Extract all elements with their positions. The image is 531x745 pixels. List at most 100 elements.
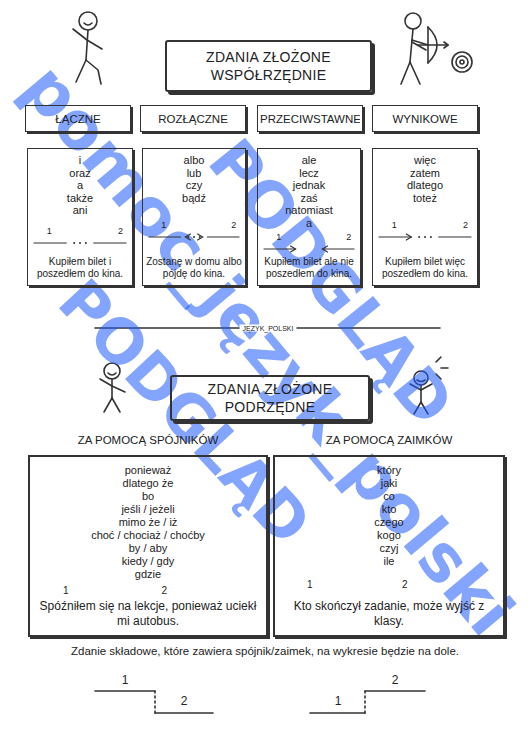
- scheme-number: 2: [118, 226, 123, 237]
- scheme-lines: [376, 220, 474, 242]
- list-item: choć / chociaż / choćby: [36, 529, 260, 542]
- category-header: ŁĄCZNE: [25, 105, 131, 132]
- sentence-scheme: 12: [31, 226, 129, 248]
- watermark-tag: JĘZYK_POLSKI: [240, 325, 297, 332]
- sentence-scheme: 12: [261, 232, 357, 254]
- list-item: i: [31, 154, 129, 167]
- category-label: WYNIKOWE: [392, 113, 457, 125]
- list-item: ile: [281, 555, 497, 568]
- list-item: jaki: [281, 477, 497, 490]
- conjunction-list: ponieważdlatego żebojeśli / jeżelimimo ż…: [36, 464, 260, 581]
- list-item: który: [281, 464, 497, 477]
- conjunction-list: więczatemdlategototeż: [376, 154, 474, 204]
- conjunction-box: aleleczjednakzaśnatomiasta12Kupiłem bile…: [257, 148, 361, 286]
- target: [452, 52, 472, 72]
- list-item: ponieważ: [36, 464, 260, 477]
- sentence-scheme: [310, 691, 425, 713]
- sentence-scheme: 12: [376, 220, 474, 242]
- scheme-number: 2: [181, 694, 188, 708]
- list-item: co: [281, 490, 497, 503]
- list-item: ani: [31, 204, 129, 217]
- list-item: a: [31, 179, 129, 192]
- scheme-lines: [31, 226, 129, 248]
- clause-number: 2: [161, 585, 167, 597]
- list-item: bądź: [146, 192, 242, 205]
- list-item: lecz: [261, 167, 357, 180]
- list-item: czy: [146, 179, 242, 192]
- list-item: toteż: [376, 192, 474, 205]
- list-item: mimo że / iż: [36, 516, 260, 529]
- scheme-lines: [261, 232, 357, 254]
- note-text: Zdanie składowe, które zawiera spójnik/z…: [71, 645, 459, 657]
- example-sentence: Kupiłem bilet ale nie poszedłem do kina.: [261, 256, 357, 280]
- section-heading: ZA POMOCĄ ZAIMKÓW: [273, 432, 505, 448]
- clause-number: 1: [307, 579, 313, 591]
- list-item: więc: [376, 154, 474, 167]
- scheme-number: 1: [392, 220, 397, 231]
- example-sentence: Kupiłem bilet więc poszedłem do kina.: [376, 256, 474, 280]
- list-item: dlatego: [376, 179, 474, 192]
- archer-figure: [401, 13, 448, 84]
- box-frame: któryjakicoktoczegokogoczyjile12Kto skoń…: [273, 455, 505, 637]
- scheme-number: 1: [161, 220, 166, 231]
- section-heading: ZA POMOCĄ SPÓJNIKÓW: [28, 432, 268, 448]
- example-sentence: Kupiłem bilet i poszedłem do kina.: [31, 256, 129, 280]
- list-item: bo: [36, 490, 260, 503]
- list-item: natomiast: [261, 204, 357, 217]
- scheme-number: 2: [392, 673, 399, 687]
- clause-numbers: 12: [36, 585, 260, 599]
- sentence-scheme: [95, 691, 213, 713]
- list-item: jeśli / jeżeli: [36, 503, 260, 516]
- title-text: ZDANIA ZŁOŻONE WSPÓŁRZĘDNIE: [175, 48, 362, 84]
- example-sentence: Zostanę w domu albo pójdę do kina.: [146, 256, 242, 280]
- conjunction-list: aleleczjednakzaśnatomiasta: [261, 154, 357, 229]
- list-item: by / aby: [36, 542, 260, 555]
- example-sentence: Spóźniłem się na lekcje, ponieważ uciekł…: [36, 599, 260, 629]
- category-header: ROZŁĄCZNE: [140, 105, 246, 132]
- scheme-lines: [146, 220, 242, 242]
- list-item: zaś: [261, 192, 357, 205]
- example-sentence: Kto skończył zadanie, może wyjść z klasy…: [281, 599, 497, 629]
- scheme-number: 1: [276, 232, 281, 243]
- subordinate-box: ZA POMOCĄ ZAIMKÓW któryjakicoktoczegokogo…: [273, 432, 505, 637]
- conjunction-box: iorazatakżeani12Kupiłem bilet i poszedłe…: [27, 148, 133, 286]
- scheme-number: 1: [122, 673, 129, 687]
- list-item: czyj: [281, 542, 497, 555]
- scheme-number: 1: [335, 694, 342, 708]
- subordinate-box: ZA POMOCĄ SPÓJNIKÓW ponieważdlatego żeboj…: [28, 432, 268, 637]
- list-item: lub: [146, 167, 242, 180]
- scheme-number: 2: [463, 220, 468, 231]
- category-header: PRZECIWSTAWNE: [257, 105, 363, 132]
- list-item: także: [31, 192, 129, 205]
- clause-numbers: 12: [281, 579, 497, 593]
- category-label: ROZŁĄCZNE: [158, 113, 228, 125]
- list-item: czego: [281, 516, 497, 529]
- list-item: albo: [146, 154, 242, 167]
- list-item: gdzie: [36, 568, 260, 581]
- category-label: ŁĄCZNE: [55, 113, 100, 125]
- scheme-number: 1: [47, 226, 52, 237]
- list-item: jednak: [261, 179, 357, 192]
- list-item: zatem: [376, 167, 474, 180]
- sentence-scheme: 12: [146, 220, 242, 242]
- list-item: kto: [281, 503, 497, 516]
- category-header: WYNIKOWE: [372, 105, 478, 132]
- title-box: ZDANIA ZŁOŻONE WSPÓŁRZĘDNIE: [165, 40, 372, 92]
- box-frame: ponieważdlatego żebojeśli / jeżelimimo ż…: [28, 455, 268, 637]
- scheme-number: 2: [346, 232, 351, 243]
- title-text: ZDANIA ZŁOŻONE PODRZĘDNE: [180, 380, 360, 416]
- list-item: oraz: [31, 167, 129, 180]
- scheme-number: 2: [231, 220, 236, 231]
- category-label: PRZECIWSTAWNE: [260, 113, 360, 125]
- clause-number: 1: [63, 585, 69, 597]
- conjunction-list: któryjakicoktoczegokogoczyjile: [281, 464, 497, 568]
- list-item: kogo: [281, 529, 497, 542]
- list-item: ale: [261, 154, 357, 167]
- clause-number: 2: [402, 579, 408, 591]
- title-box: ZDANIA ZŁOŻONE PODRZĘDNE: [170, 375, 370, 421]
- conjunction-box: więczatemdlategototeż12Kupiłem bilet wię…: [372, 148, 478, 286]
- conjunction-list: albolubczybądź: [146, 154, 242, 204]
- list-item: dlatego że: [36, 477, 260, 490]
- list-item: a: [261, 217, 357, 230]
- list-item: kiedy / gdy: [36, 555, 260, 568]
